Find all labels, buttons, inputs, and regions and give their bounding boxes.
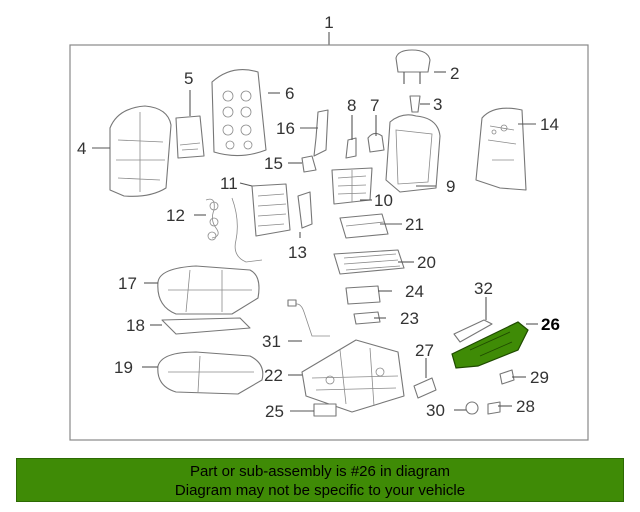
callout-30: 30 [426, 401, 445, 420]
callout-5: 5 [184, 69, 193, 88]
callout-3: 3 [433, 95, 442, 114]
seat-back-panel [475, 107, 527, 191]
callout-2: 2 [450, 64, 459, 83]
callout-26: 26 [541, 315, 560, 334]
highlighted-part-26 [451, 321, 529, 369]
callout-9: 9 [446, 177, 455, 196]
callout-27: 27 [415, 341, 434, 360]
assembly-frame: 1 [69, 13, 589, 441]
part-art [109, 49, 529, 417]
callout-29: 29 [530, 368, 549, 387]
leader-lines [92, 71, 538, 412]
info-banner: Part or sub-assembly is #26 in diagram D… [16, 458, 624, 502]
callout-18: 18 [126, 316, 145, 335]
seat-adjuster [301, 339, 405, 413]
callout-12: 12 [166, 206, 185, 225]
callout-6: 6 [285, 84, 294, 103]
callout-31: 31 [262, 332, 281, 351]
callout-16: 16 [276, 119, 295, 138]
callout-19: 19 [114, 358, 133, 377]
callout-8: 8 [347, 96, 356, 115]
callout-22: 22 [264, 366, 283, 385]
callout-21: 21 [405, 215, 424, 234]
callout-13: 13 [288, 243, 307, 262]
banner-line-2: Diagram may not be specific to your vehi… [174, 482, 466, 499]
callout-1: 1 [324, 13, 333, 32]
seat-back-cover [109, 105, 172, 197]
headrest [395, 49, 431, 73]
seat-back-frame [385, 114, 441, 193]
callouts: 2 3 4 5 6 7 8 9 10 11 12 13 14 15 16 17 … [77, 64, 560, 421]
callout-25: 25 [265, 402, 284, 421]
seat-back-pad [211, 69, 267, 157]
callout-32: 32 [474, 279, 493, 298]
callout-14: 14 [540, 115, 559, 134]
callout-28: 28 [516, 397, 535, 416]
callout-24: 24 [405, 282, 424, 301]
callout-17: 17 [118, 274, 137, 293]
banner-line-1: Part or sub-assembly is #26 in diagram [189, 463, 451, 480]
callout-4: 4 [77, 139, 86, 158]
callout-20: 20 [417, 253, 436, 272]
seat-cushion [157, 351, 264, 395]
callout-11: 11 [220, 174, 238, 193]
callout-10: 10 [374, 191, 393, 210]
callout-23: 23 [400, 309, 419, 328]
callout-15: 15 [264, 154, 283, 173]
callout-7: 7 [370, 96, 379, 115]
